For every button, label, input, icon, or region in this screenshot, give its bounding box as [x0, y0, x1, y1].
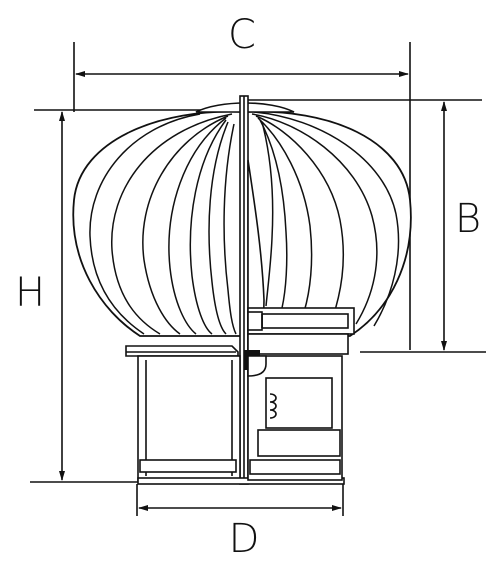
left-flange: [125, 345, 239, 357]
bearing-housing: [247, 307, 355, 355]
label-b: B: [455, 196, 481, 242]
dimension-lines: [30, 42, 486, 516]
base-cylinder: [137, 355, 345, 485]
dome-vanes-right: [251, 111, 400, 327]
dome-vanes-left: [89, 113, 237, 335]
central-shaft: [239, 95, 249, 485]
label-c: C: [228, 12, 256, 58]
label-d: D: [229, 516, 260, 562]
dimension-labels: C B H D: [15, 12, 481, 562]
label-h: H: [15, 270, 45, 316]
